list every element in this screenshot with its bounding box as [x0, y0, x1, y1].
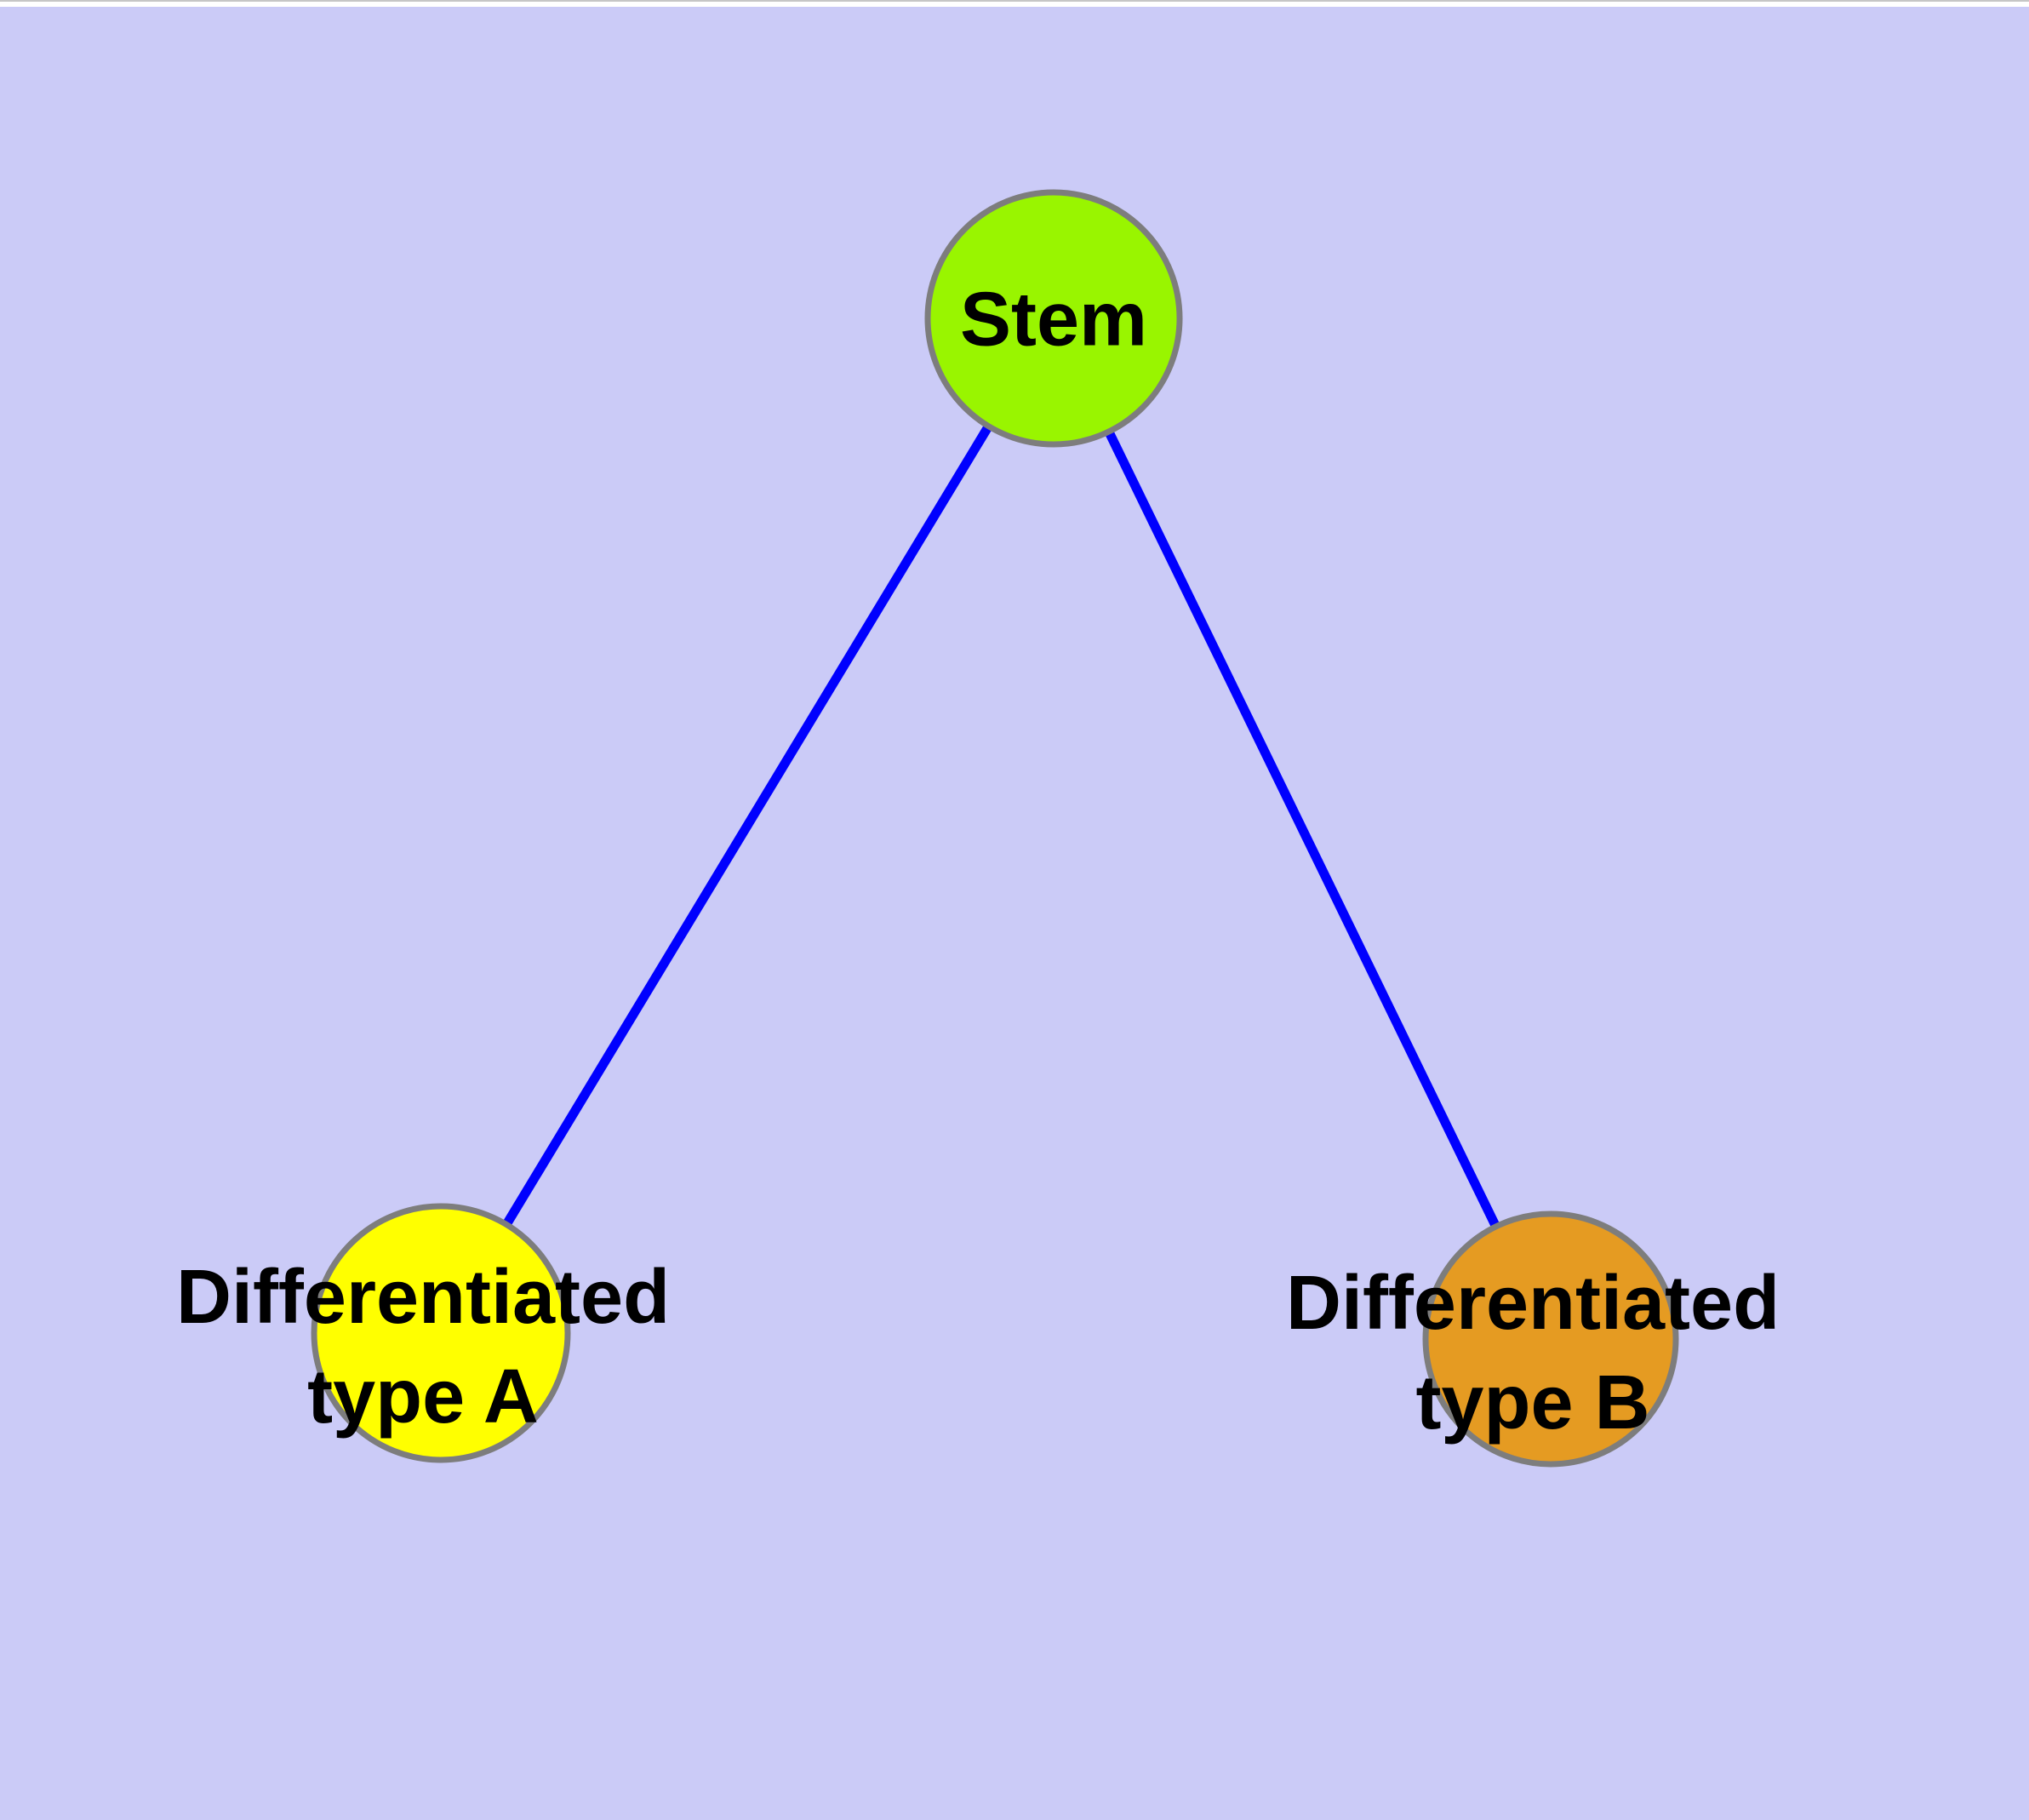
node-label-line: Stem	[959, 277, 1148, 363]
edge-stem-to-type-b	[1049, 316, 1555, 1342]
top-edge-strip	[0, 0, 2029, 7]
node-label-differentiated-type-a: Differentiated type A	[176, 1248, 670, 1447]
node-label-line: Differentiated	[175, 1255, 671, 1340]
node-differentiated-type-a[interactable]	[311, 1203, 571, 1463]
node-differentiated-type-b[interactable]	[1422, 1210, 1679, 1468]
node-label-differentiated-type-b: Differentiated type B	[1286, 1254, 1780, 1453]
edge-stem-to-type-a	[437, 316, 1058, 1336]
node-label-line: type A	[307, 1354, 539, 1439]
node-stem[interactable]	[924, 189, 1183, 448]
node-label-line: type B	[1415, 1360, 1650, 1445]
node-label-stem: Stem	[960, 271, 1147, 370]
node-label-line: Differentiated	[1285, 1261, 1780, 1346]
